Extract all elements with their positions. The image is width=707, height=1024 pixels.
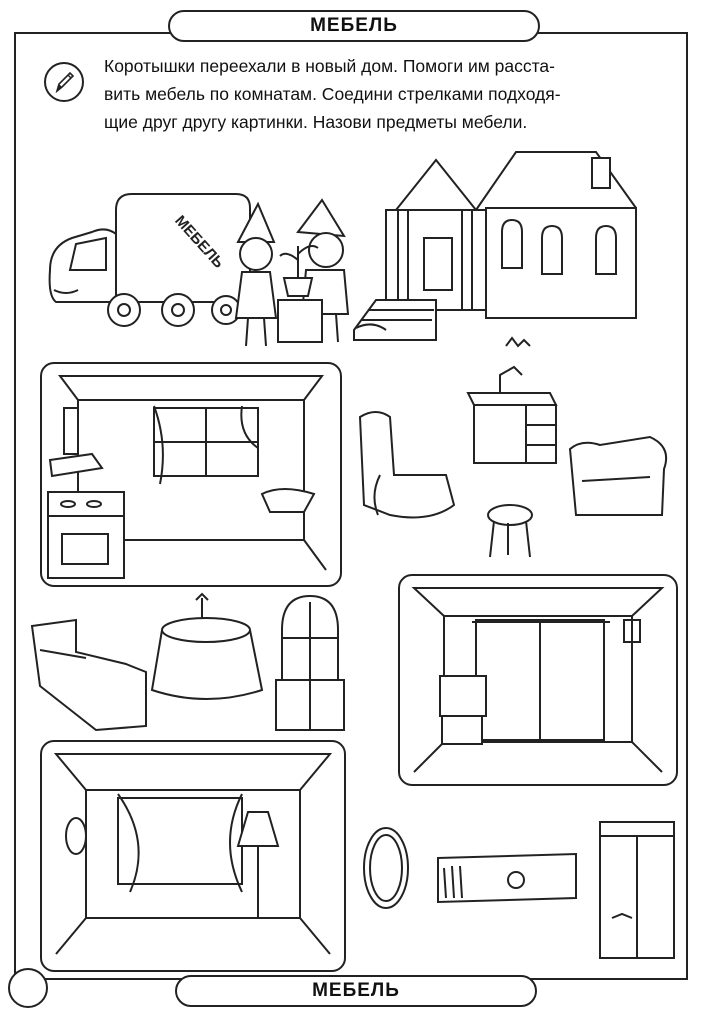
potted-plant [277, 245, 323, 343]
armchair-right [568, 435, 668, 516]
room-living [398, 574, 678, 786]
bed [30, 618, 147, 732]
shelf [437, 852, 577, 904]
room-kitchen [40, 362, 342, 587]
room-bedroom [40, 740, 346, 972]
house-illustration [353, 151, 637, 341]
gnome-boy [296, 198, 350, 343]
page-number-circle [8, 968, 48, 1008]
task-instruction: Коротышки переехали в новый дом. Помоги … [104, 56, 561, 132]
pencil-icon [44, 62, 84, 102]
desk-with-lamp [466, 365, 558, 464]
furniture-group-3 [356, 818, 686, 968]
armchair-left [358, 411, 456, 519]
mirror [363, 827, 409, 909]
moving-scene: МЕБЕЛЬ [36, 150, 696, 360]
cupboard [275, 594, 345, 731]
footer-title: МЕБЕЛЬ [175, 975, 537, 1007]
stool [487, 504, 533, 558]
gnome-girl [234, 201, 278, 347]
furniture-group-1 [350, 365, 690, 575]
wardrobe [599, 821, 675, 959]
table-with-flowers [150, 592, 264, 700]
furniture-group-2 [26, 590, 366, 740]
page-title: МЕБЕЛЬ [168, 10, 540, 42]
truck-illustration [48, 193, 251, 327]
